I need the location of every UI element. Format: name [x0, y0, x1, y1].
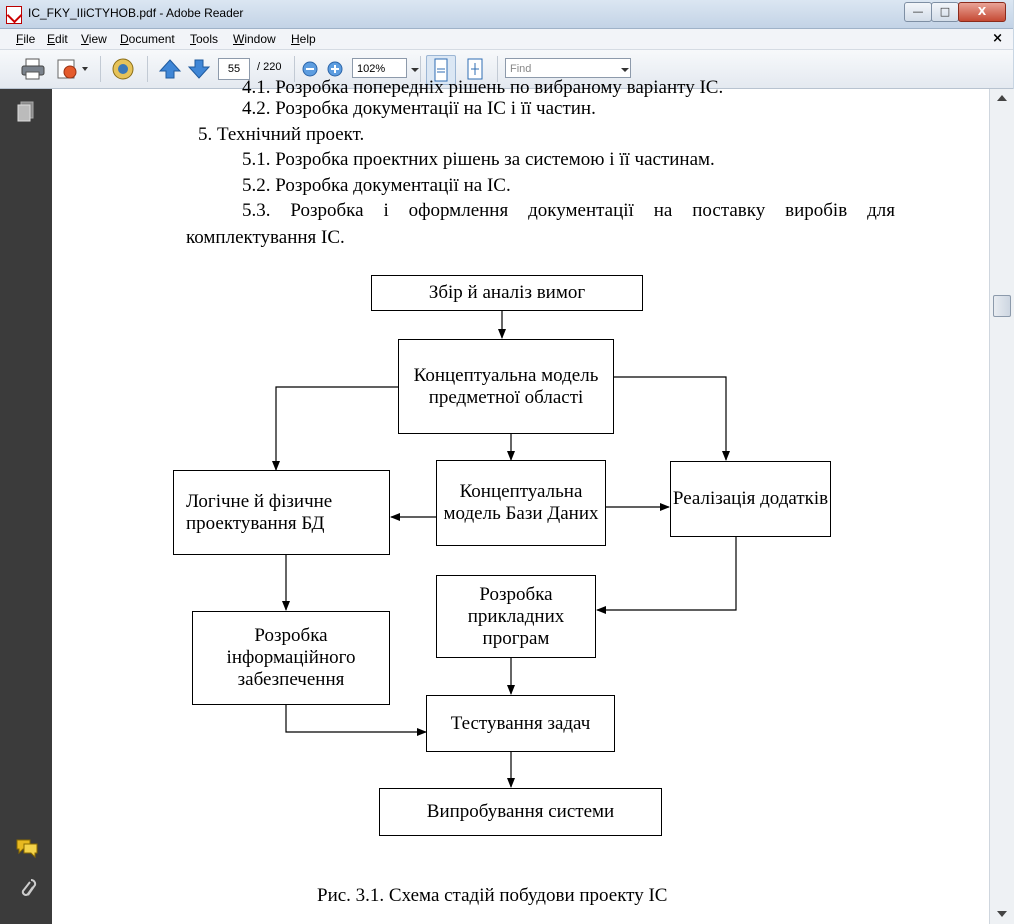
menu-help-label: elp	[299, 32, 316, 46]
menu-view[interactable]: View	[81, 32, 107, 46]
pages-panel-icon[interactable]	[16, 101, 36, 127]
menu-tools-accel: T	[190, 32, 196, 46]
comments-icon[interactable]	[15, 838, 39, 862]
menu-help[interactable]: Help	[291, 32, 316, 46]
toolbar-separator	[420, 56, 421, 82]
vertical-scrollbar[interactable]	[989, 89, 1014, 924]
zoom-in-icon[interactable]	[326, 57, 344, 81]
menu-bar: File Edit View Document Tools Window Hel…	[0, 29, 1013, 50]
scrolling-mode-icon[interactable]	[426, 55, 456, 85]
menu-file-label: ile	[23, 32, 36, 46]
toolbar-separator	[147, 56, 148, 82]
box-conceptual-domain-model: Концептуальна модель предметної області	[398, 339, 614, 434]
menu-tools-label: ools	[196, 32, 219, 46]
menu-file[interactable]: File	[16, 32, 35, 46]
page-total: / 220	[257, 61, 282, 73]
close-document-icon[interactable]: ×	[992, 31, 1003, 46]
box-information-support: Розробка інформаційного забезпечення	[192, 611, 390, 705]
doc-line: 5.3. Розробка і оформлення документації …	[242, 200, 895, 221]
menu-file-accel: F	[16, 32, 24, 46]
menu-edit[interactable]: Edit	[47, 32, 68, 46]
menu-edit-accel: E	[47, 32, 56, 46]
toolbar-separator	[294, 56, 295, 82]
doc-line: 4.1. Розробка попередніх рішень по вибра…	[242, 77, 724, 98]
print-icon[interactable]	[20, 57, 46, 81]
doc-line: комплектування ІС.	[186, 227, 345, 248]
fit-page-icon[interactable]	[462, 57, 488, 81]
doc-line: 5.2. Розробка документації на ІС.	[242, 175, 511, 196]
restore-button[interactable]: □	[931, 2, 959, 22]
find-input[interactable]: Find	[505, 58, 631, 78]
zoom-level-value: 102%	[357, 63, 386, 75]
attachments-icon[interactable]	[18, 878, 37, 904]
menu-window[interactable]: Window	[233, 32, 276, 46]
diagram-connectors	[272, 311, 737, 788]
menu-window-label: indow	[244, 32, 276, 46]
menu-window-accel: W	[233, 32, 245, 46]
figure-caption: Рис. 3.1. Схема стадій побудови проекту …	[317, 885, 668, 906]
toolbar: 55 / 220 102% Find	[0, 50, 1013, 89]
doc-line: 5.1. Розробка проектних рішень за систем…	[242, 149, 715, 170]
close-window-button[interactable]: X	[958, 2, 1006, 22]
window-title: IC_FKY_IIiCTYHOB.pdf - Adobe Reader	[28, 6, 244, 20]
menu-document[interactable]: Document	[120, 32, 175, 46]
doc-line: 4.2. Розробка документації на ІС і її ча…	[242, 98, 596, 119]
menu-help-accel: H	[291, 32, 300, 46]
box-task-testing: Тестування задач	[426, 695, 615, 752]
collaborate-icon[interactable]	[110, 57, 136, 81]
menu-document-label: ocument	[128, 32, 175, 46]
box-application-programs: Розробка прикладних програм	[436, 575, 596, 658]
box-system-trial: Випробування системи	[379, 788, 662, 836]
box-app-implementation: Реалізація додатків	[670, 461, 831, 537]
next-page-icon[interactable]	[186, 57, 212, 81]
page-number-input[interactable]: 55	[218, 58, 250, 80]
email-attach-icon[interactable]	[56, 57, 88, 81]
document-page: 4.1. Розробка попередніх рішень по вибра…	[52, 77, 989, 924]
scroll-down-icon[interactable]	[996, 909, 1008, 919]
menu-view-accel: V	[81, 32, 89, 46]
navigation-panel	[0, 89, 52, 924]
toolbar-separator	[100, 56, 101, 82]
box-logical-physical-design: Логічне й фізичне проектування БД	[173, 470, 390, 555]
box-requirements: Збір й аналіз вимог	[371, 275, 643, 311]
toolbar-separator	[497, 56, 498, 82]
menu-view-label: iew	[88, 32, 107, 46]
find-dropdown-icon[interactable]	[620, 57, 630, 81]
menu-edit-label: dit	[55, 32, 68, 46]
scroll-thumb[interactable]	[993, 295, 1011, 317]
zoom-out-icon[interactable]	[301, 57, 319, 81]
pdf-app-icon	[6, 6, 22, 24]
minimize-button[interactable]: —	[904, 2, 932, 22]
menu-tools[interactable]: Tools	[190, 32, 218, 46]
zoom-level-select[interactable]: 102%	[352, 58, 407, 78]
zoom-dropdown-icon[interactable]	[410, 57, 420, 81]
box-db-conceptual-model: Концептуальна модель Бази Даних	[436, 460, 606, 546]
doc-line: 5. Технічний проект.	[198, 124, 365, 145]
scroll-up-icon[interactable]	[996, 93, 1008, 103]
previous-page-icon[interactable]	[157, 57, 183, 81]
title-bar: IC_FKY_IIiCTYHOB.pdf - Adobe Reader — □ …	[0, 0, 1013, 29]
menu-document-accel: D	[120, 32, 129, 46]
